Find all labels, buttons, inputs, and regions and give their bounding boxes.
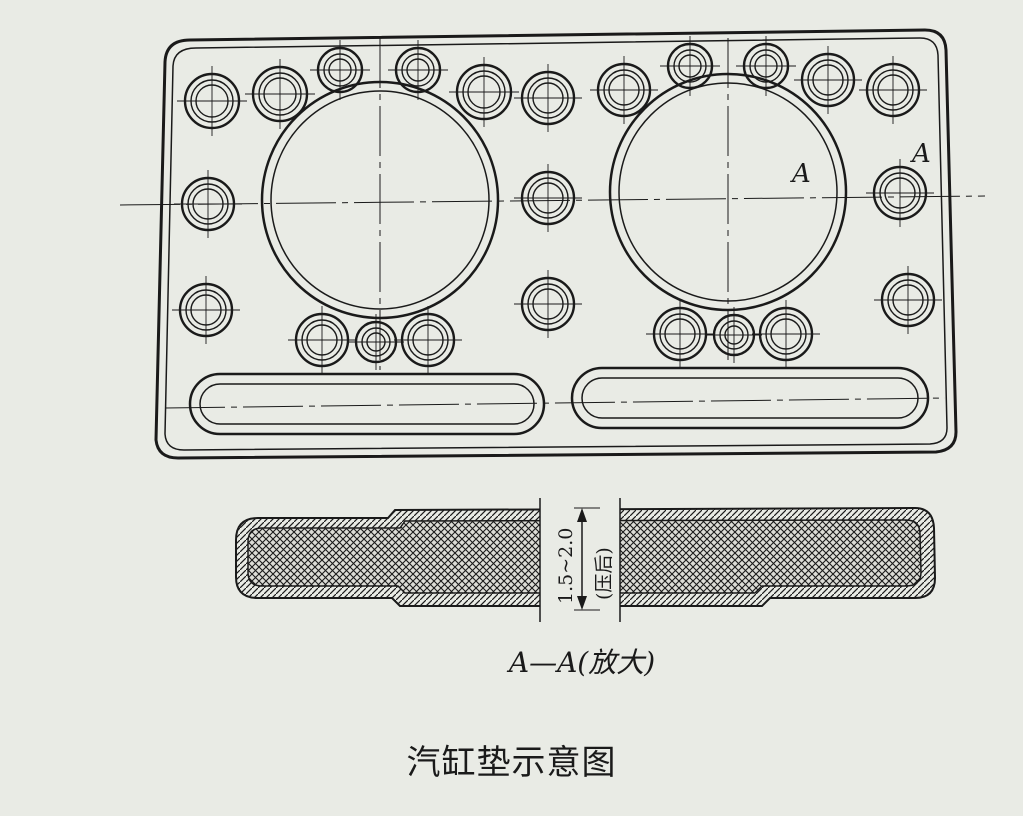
bolt-hole: [794, 46, 862, 114]
cylinder-bore-left: [260, 80, 500, 320]
dimension-thickness: 1.5~2.0: [555, 528, 577, 604]
bolt-hole: [660, 36, 720, 96]
figure-caption: 汽缸垫示意图: [406, 743, 617, 783]
section-mark-left: A: [790, 159, 811, 189]
cylinder-bore-right: [608, 72, 848, 312]
bolt-hole: [245, 59, 315, 129]
section-mark-right: A: [910, 139, 931, 169]
bolt-hole: [752, 300, 820, 368]
bolt-hole: [174, 170, 242, 238]
bolt-hole: [348, 314, 404, 370]
section-view: 1.5~2.0 (压后): [235, 498, 937, 622]
bolt-holes: [172, 36, 942, 374]
bolt-hole: [706, 307, 762, 363]
bolt-hole: [736, 36, 796, 96]
gasket-outline: [154, 28, 958, 460]
section-title: A—A(放大): [506, 646, 655, 679]
bolt-hole: [172, 276, 240, 344]
bolt-hole: [590, 56, 658, 124]
bolt-hole: [288, 306, 356, 374]
bolt-hole: [514, 270, 582, 338]
bolt-hole: [866, 159, 934, 227]
bolt-hole: [514, 164, 582, 232]
dimension-note: (压后): [593, 547, 615, 600]
coolant-slot-right: [570, 366, 930, 430]
bolt-hole: [388, 40, 448, 100]
bolt-hole: [646, 300, 714, 368]
bolt-hole: [449, 57, 519, 127]
bolt-hole: [394, 306, 462, 374]
bolt-hole: [874, 266, 942, 334]
coolant-slot-left: [188, 372, 546, 436]
bolt-hole: [514, 64, 582, 132]
bolt-hole: [177, 66, 247, 136]
bolt-hole: [310, 40, 370, 100]
centerlines: [119, 38, 986, 409]
bolt-hole: [859, 56, 927, 124]
